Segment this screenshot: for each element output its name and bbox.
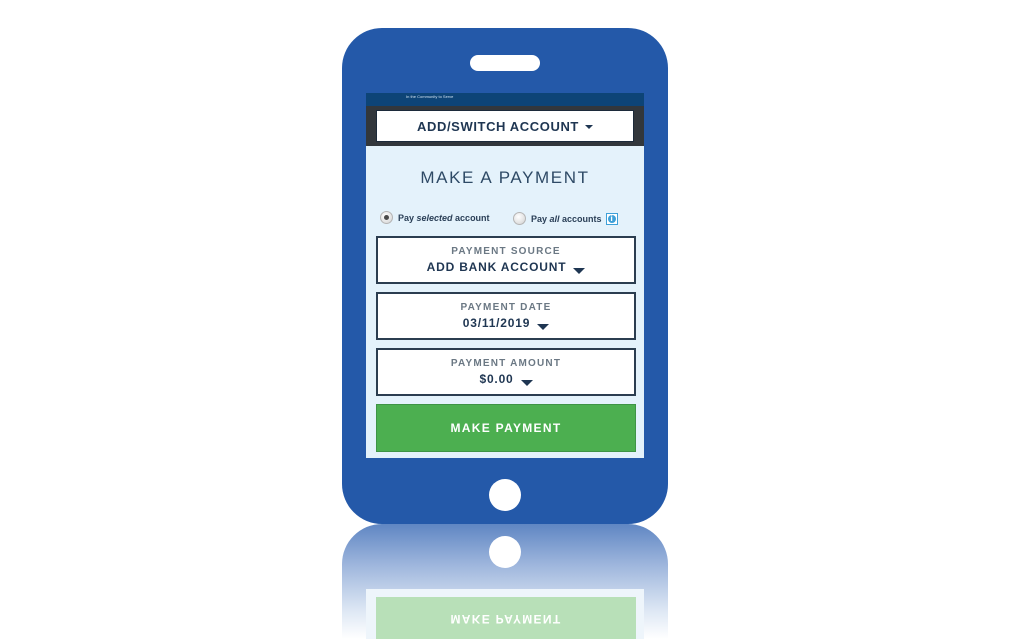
pay-all-suffix: accounts xyxy=(559,213,602,224)
reflection-screen: MAKE PAYMENT xyxy=(366,589,644,639)
pay-all-label: Pay all accounts xyxy=(531,214,602,224)
pay-all-emphasis: all xyxy=(549,213,560,224)
pay-selected-account-option[interactable]: Pay selected account xyxy=(380,211,490,224)
chevron-down-icon xyxy=(520,380,533,386)
info-icon[interactable]: i xyxy=(605,212,618,225)
payment-date-value: 03/11/2019 xyxy=(462,316,531,330)
page-title: MAKE A PAYMENT xyxy=(420,168,590,187)
payment-source-value-row: ADD BANK ACCOUNT xyxy=(378,260,634,274)
payment-amount-select[interactable]: PAYMENT AMOUNT $0.00 xyxy=(376,348,636,396)
phone-screen: In the Community to Serve ADD/SWITCH ACC… xyxy=(366,93,644,458)
payment-source-select[interactable]: PAYMENT SOURCE ADD BANK ACCOUNT xyxy=(376,236,636,284)
pay-all-accounts-option[interactable]: Pay all accounts i xyxy=(513,212,618,225)
payment-source-value: ADD BANK ACCOUNT xyxy=(426,260,567,274)
chevron-down-icon xyxy=(573,268,586,274)
phone-home-button xyxy=(489,479,521,511)
brand-strip: In the Community to Serve xyxy=(366,93,644,106)
caret-down-icon xyxy=(584,125,593,129)
info-glyph: i xyxy=(607,214,616,223)
reflection-home-button xyxy=(489,536,521,568)
payment-amount-value-row: $0.00 xyxy=(378,372,634,386)
make-payment-label: MAKE PAYMENT xyxy=(450,421,562,435)
pay-all-prefix: Pay xyxy=(531,213,550,224)
pay-selected-prefix: Pay xyxy=(398,212,417,223)
add-switch-account-button[interactable]: ADD/SWITCH ACCOUNT xyxy=(376,110,634,142)
phone-speaker xyxy=(470,55,540,71)
payment-date-value-row: 03/11/2019 xyxy=(378,316,634,330)
chevron-down-icon xyxy=(537,324,550,330)
pay-selected-suffix: account xyxy=(452,212,490,223)
make-payment-button[interactable]: MAKE PAYMENT xyxy=(376,404,636,452)
payment-source-label: PAYMENT SOURCE xyxy=(451,246,561,257)
brand-tagline: In the Community to Serve xyxy=(406,94,454,99)
pay-selected-emphasis: selected xyxy=(416,212,453,223)
pay-all-radio[interactable] xyxy=(513,212,526,225)
payment-amount-value: $0.00 xyxy=(479,372,514,386)
reflection-make-payment-button: MAKE PAYMENT xyxy=(376,597,636,639)
radio-selected-dot xyxy=(384,215,389,220)
phone-frame: In the Community to Serve ADD/SWITCH ACC… xyxy=(342,28,668,524)
pay-selected-label: Pay selected account xyxy=(398,213,490,223)
add-switch-account-label: ADD/SWITCH ACCOUNT xyxy=(417,118,579,134)
pay-selected-radio[interactable] xyxy=(380,211,393,224)
reflection-make-payment-label: MAKE PAYMENT xyxy=(450,612,562,626)
account-bar: ADD/SWITCH ACCOUNT xyxy=(366,106,644,146)
payment-amount-label: PAYMENT AMOUNT xyxy=(450,358,562,369)
payment-date-select[interactable]: PAYMENT DATE 03/11/2019 xyxy=(376,292,636,340)
phone-reflection: MAKE PAYMENT xyxy=(342,524,668,639)
payment-date-label: PAYMENT DATE xyxy=(460,302,552,313)
